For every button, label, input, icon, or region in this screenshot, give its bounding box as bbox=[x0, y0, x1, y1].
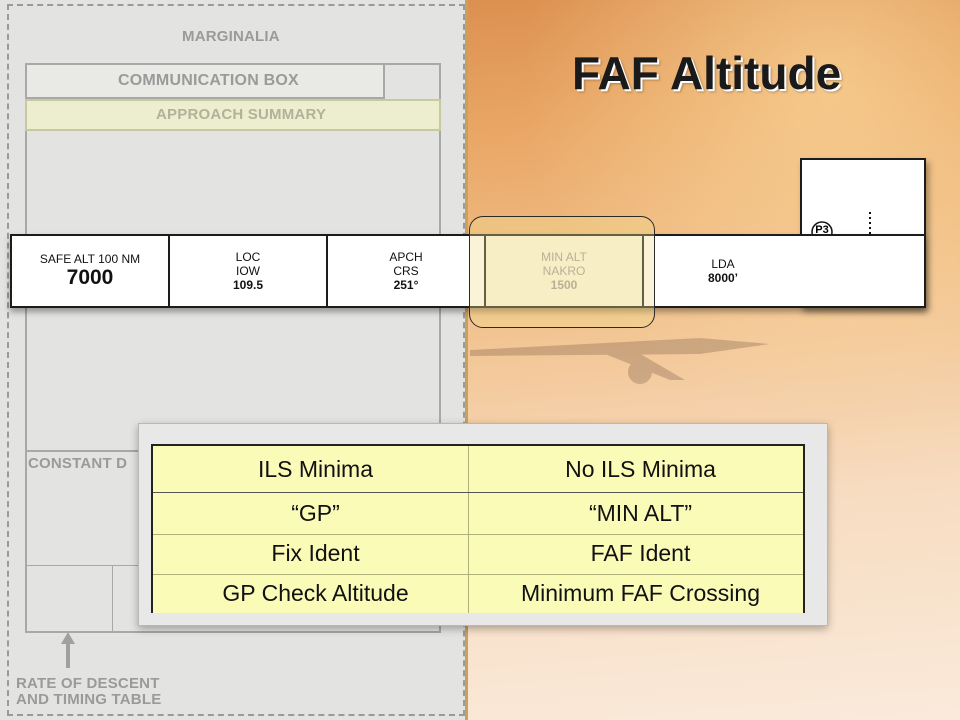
min-alt-line1: MIN ALT bbox=[541, 250, 587, 264]
table-header-no-ils: No ILS Minima bbox=[565, 456, 716, 482]
safe-alt-cell: SAFE ALT 100 NM 7000 bbox=[12, 236, 170, 306]
table-header-row: ILS Minima No ILS Minima bbox=[153, 454, 803, 484]
table-cell: FAF Ident bbox=[590, 540, 691, 566]
constant-descent-label: CONSTANT D bbox=[28, 455, 128, 472]
table-header-divider bbox=[153, 492, 803, 493]
comparison-table: ILS Minima No ILS Minima “GP” “MIN ALT” … bbox=[151, 444, 805, 613]
table-row-divider bbox=[153, 534, 803, 535]
table-column-divider bbox=[468, 446, 469, 613]
table-row-divider bbox=[153, 574, 803, 575]
lda-label: LDA bbox=[711, 257, 735, 271]
apch-line2: CRS bbox=[393, 264, 419, 278]
table-cell: “GP” bbox=[291, 500, 340, 526]
table-row: “GP” “MIN ALT” bbox=[153, 498, 803, 528]
lda-value: 8000’ bbox=[707, 271, 739, 285]
lda-cell: LDA 8000’ bbox=[644, 236, 802, 306]
loc-cell: LOC IOW 109.5 bbox=[170, 236, 328, 306]
comparison-table-frame: ILS Minima No ILS Minima “GP” “MIN ALT” … bbox=[138, 423, 828, 626]
loc-line1: LOC bbox=[235, 250, 261, 264]
min-alt-cell: MIN ALT NAKRO 1500 bbox=[486, 236, 644, 306]
apch-value: 251° bbox=[393, 278, 419, 292]
min-alt-line2: NAKRO bbox=[542, 264, 586, 278]
apch-line1: APCH bbox=[389, 250, 423, 264]
table-cell: GP Check Altitude bbox=[222, 580, 409, 606]
table-row: GP Check Altitude Minimum FAF Crossing bbox=[153, 578, 803, 608]
approach-summary-label: APPROACH SUMMARY bbox=[156, 106, 327, 123]
table-header-ils: ILS Minima bbox=[257, 456, 374, 482]
slide-title: FAF Altitude bbox=[572, 47, 842, 99]
min-alt-highlight bbox=[469, 216, 655, 328]
table-cell: “MIN ALT” bbox=[588, 500, 693, 526]
safe-alt-label: SAFE ALT 100 NM bbox=[39, 252, 141, 266]
communication-box-label: COMMUNICATION BOX bbox=[118, 72, 299, 89]
loc-line2: IOW bbox=[236, 264, 260, 278]
marginalia-label: MARGINALIA bbox=[182, 28, 280, 45]
min-alt-value: 1500 bbox=[550, 278, 578, 292]
communication-box bbox=[25, 63, 385, 99]
safe-alt-value: 7000 bbox=[66, 266, 114, 289]
up-arrow-icon bbox=[61, 632, 75, 668]
rate-of-descent-label-line1: RATE OF DESCENT bbox=[16, 675, 160, 692]
approach-summary-box bbox=[25, 99, 441, 131]
chart-outer-dashed-frame bbox=[7, 4, 465, 716]
table-cell: Minimum FAF Crossing bbox=[521, 580, 760, 606]
timing-table-cell bbox=[25, 565, 113, 633]
apch-crs-cell: APCH CRS 251° bbox=[328, 236, 486, 306]
p3-badge: P3 bbox=[815, 224, 829, 236]
aircraft-silhouette-image bbox=[470, 338, 770, 384]
rate-of-descent-label-line2: AND TIMING TABLE bbox=[16, 691, 162, 708]
loc-value: 109.5 bbox=[232, 278, 264, 292]
table-cell: Fix Ident bbox=[271, 540, 360, 566]
approach-chart-strip: SAFE ALT 100 NM 7000 LOC IOW 109.5 APCH … bbox=[10, 234, 926, 308]
table-row: Fix Ident FAF Ident bbox=[153, 538, 803, 568]
